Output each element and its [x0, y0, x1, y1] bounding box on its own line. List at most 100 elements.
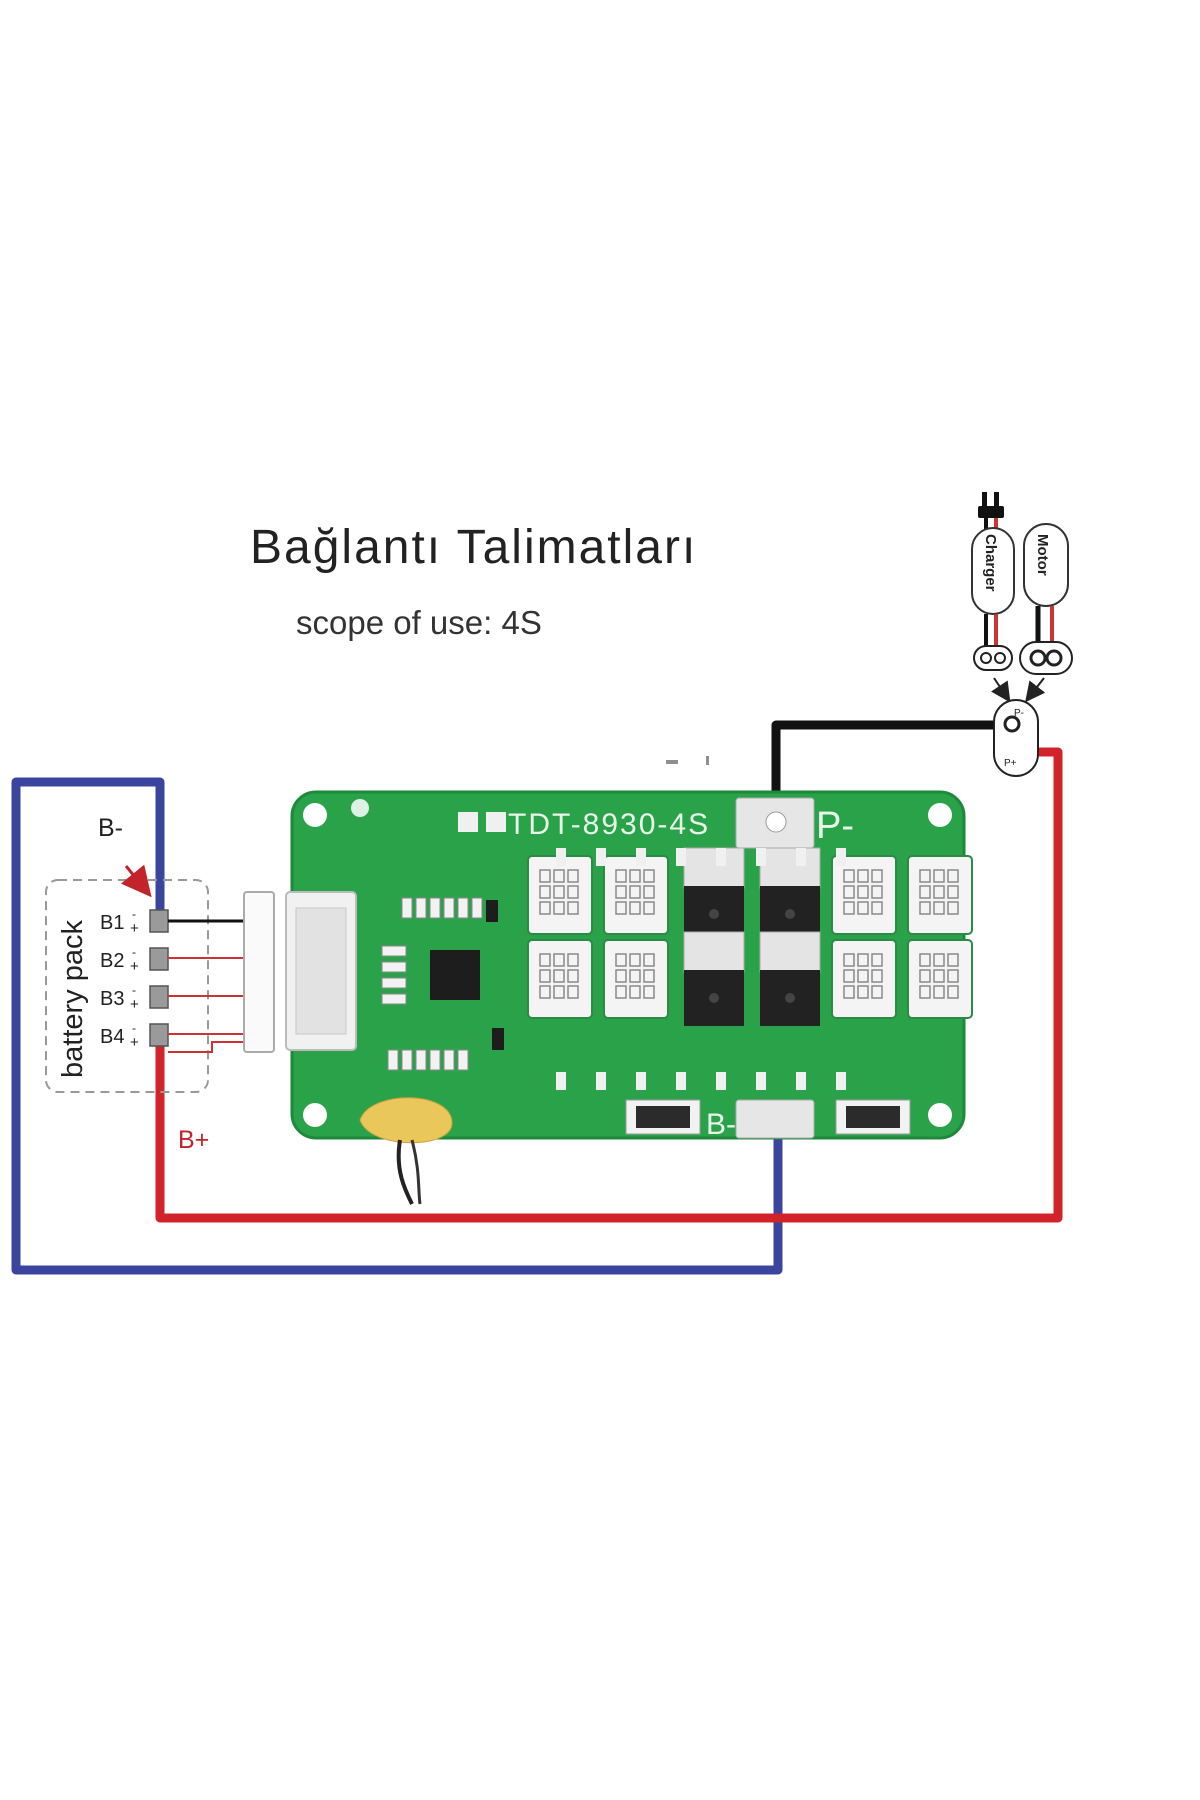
cell-plus: +: [130, 996, 139, 1013]
pad: [676, 1072, 686, 1090]
mosfet: [683, 847, 745, 942]
cell-terminal: [149, 909, 169, 933]
resistor: [381, 977, 407, 989]
cell-label: B1: [100, 912, 124, 934]
pad: [796, 848, 806, 866]
cell-minus: -: [132, 907, 136, 921]
component-box: [907, 939, 973, 1019]
motor: [1023, 523, 1069, 607]
capacitor: [401, 897, 413, 919]
resistor: [457, 1049, 469, 1071]
cell-label: B4: [100, 1026, 124, 1048]
battery-cell: B1-+: [100, 907, 169, 937]
pad: [556, 1072, 566, 1090]
capacitor: [443, 897, 455, 919]
cell-terminal: [149, 947, 169, 971]
battery-cell: B3-+: [100, 983, 169, 1013]
ntc-thermistor: [359, 1097, 453, 1144]
resistor: [381, 993, 407, 1005]
cell-label: B2: [100, 950, 124, 972]
pad: [756, 848, 766, 866]
charger-label: Charger: [982, 534, 999, 592]
cell-plus: +: [130, 920, 139, 937]
b-plus-wire: [155, 747, 1063, 1223]
diode: [492, 1028, 504, 1050]
component-box: [603, 855, 669, 935]
resistor: [415, 1049, 427, 1071]
mount-hole: [303, 1103, 327, 1127]
pad: [458, 812, 478, 832]
pad: [716, 1072, 726, 1090]
component-box: [527, 855, 593, 935]
cell-label: B3: [100, 988, 124, 1010]
capacitor: [471, 897, 483, 919]
p-plus-terminal-label: P+: [1004, 758, 1017, 769]
component-box: [831, 855, 897, 935]
b-minus-pad: [735, 1099, 815, 1139]
mount-hole: [303, 803, 327, 827]
mosfet-array: [527, 847, 973, 1026]
balance-connector: [243, 891, 275, 1053]
diode: [486, 900, 498, 922]
pad: [756, 1072, 766, 1090]
balance-leads: [168, 919, 256, 1053]
b-plus-label: B+: [178, 1126, 209, 1154]
capacitor: [457, 897, 469, 919]
capacitor: [415, 897, 427, 919]
pad: [636, 1072, 646, 1090]
cell-terminal: [149, 985, 169, 1009]
resistor: [401, 1049, 413, 1071]
p-terminal: [993, 699, 1039, 777]
resistor: [381, 961, 407, 973]
resistor: [429, 1049, 441, 1071]
diagram-subtitle: scope of use: 4S: [296, 604, 542, 641]
diagram-title: Bağlantı Talimatları: [250, 521, 698, 574]
cell-minus: -: [132, 983, 136, 997]
cell-minus: -: [132, 1021, 136, 1035]
component-box: [907, 855, 973, 935]
component-box: [603, 939, 669, 1019]
pad: [486, 812, 506, 832]
cell-minus: -: [132, 945, 136, 959]
board-p-minus: P-: [816, 805, 854, 847]
b-minus-wire: [11, 777, 783, 1275]
pad: [596, 1072, 606, 1090]
battery-cell: B4-+: [100, 1021, 169, 1051]
decor-mark: [666, 760, 678, 764]
pad: [676, 848, 686, 866]
pad: [556, 848, 566, 866]
board-b-minus: B-: [706, 1108, 736, 1141]
b-minus-arrow: [120, 864, 152, 898]
component-box: [527, 939, 593, 1019]
resistor: [443, 1049, 455, 1071]
p-minus-terminal-label: P-: [1014, 708, 1024, 719]
resistor: [387, 1049, 399, 1071]
mosfet: [683, 931, 745, 1026]
board-model: TDT-8930-4S: [508, 808, 710, 841]
p-minus-wire: [771, 720, 1010, 820]
pad: [836, 848, 846, 866]
battery-cell: B2-+: [100, 945, 169, 975]
decor-mark: [706, 756, 709, 765]
battery-cells: B1-+B2-+B3-+B4-+: [100, 907, 169, 1051]
resistor: [381, 945, 407, 957]
cell-plus: +: [130, 1034, 139, 1051]
pad: [596, 848, 606, 866]
smd-components: [381, 812, 846, 1090]
pad: [636, 848, 646, 866]
charger-plug: [973, 645, 1013, 671]
mount-hole: [928, 803, 952, 827]
mosfet: [759, 931, 821, 1026]
pad: [716, 848, 726, 866]
cell-plus: +: [130, 958, 139, 975]
pad: [836, 1072, 846, 1090]
capacitor: [429, 897, 441, 919]
charger: [971, 527, 1015, 615]
pad: [796, 1072, 806, 1090]
b-minus-label: B-: [98, 814, 123, 842]
battery-pack: battery pack B- B+: [45, 814, 209, 1154]
cell-terminal: [149, 1023, 169, 1047]
mount-hole: [351, 799, 369, 817]
battery-pack-label: battery pack: [57, 920, 89, 1078]
